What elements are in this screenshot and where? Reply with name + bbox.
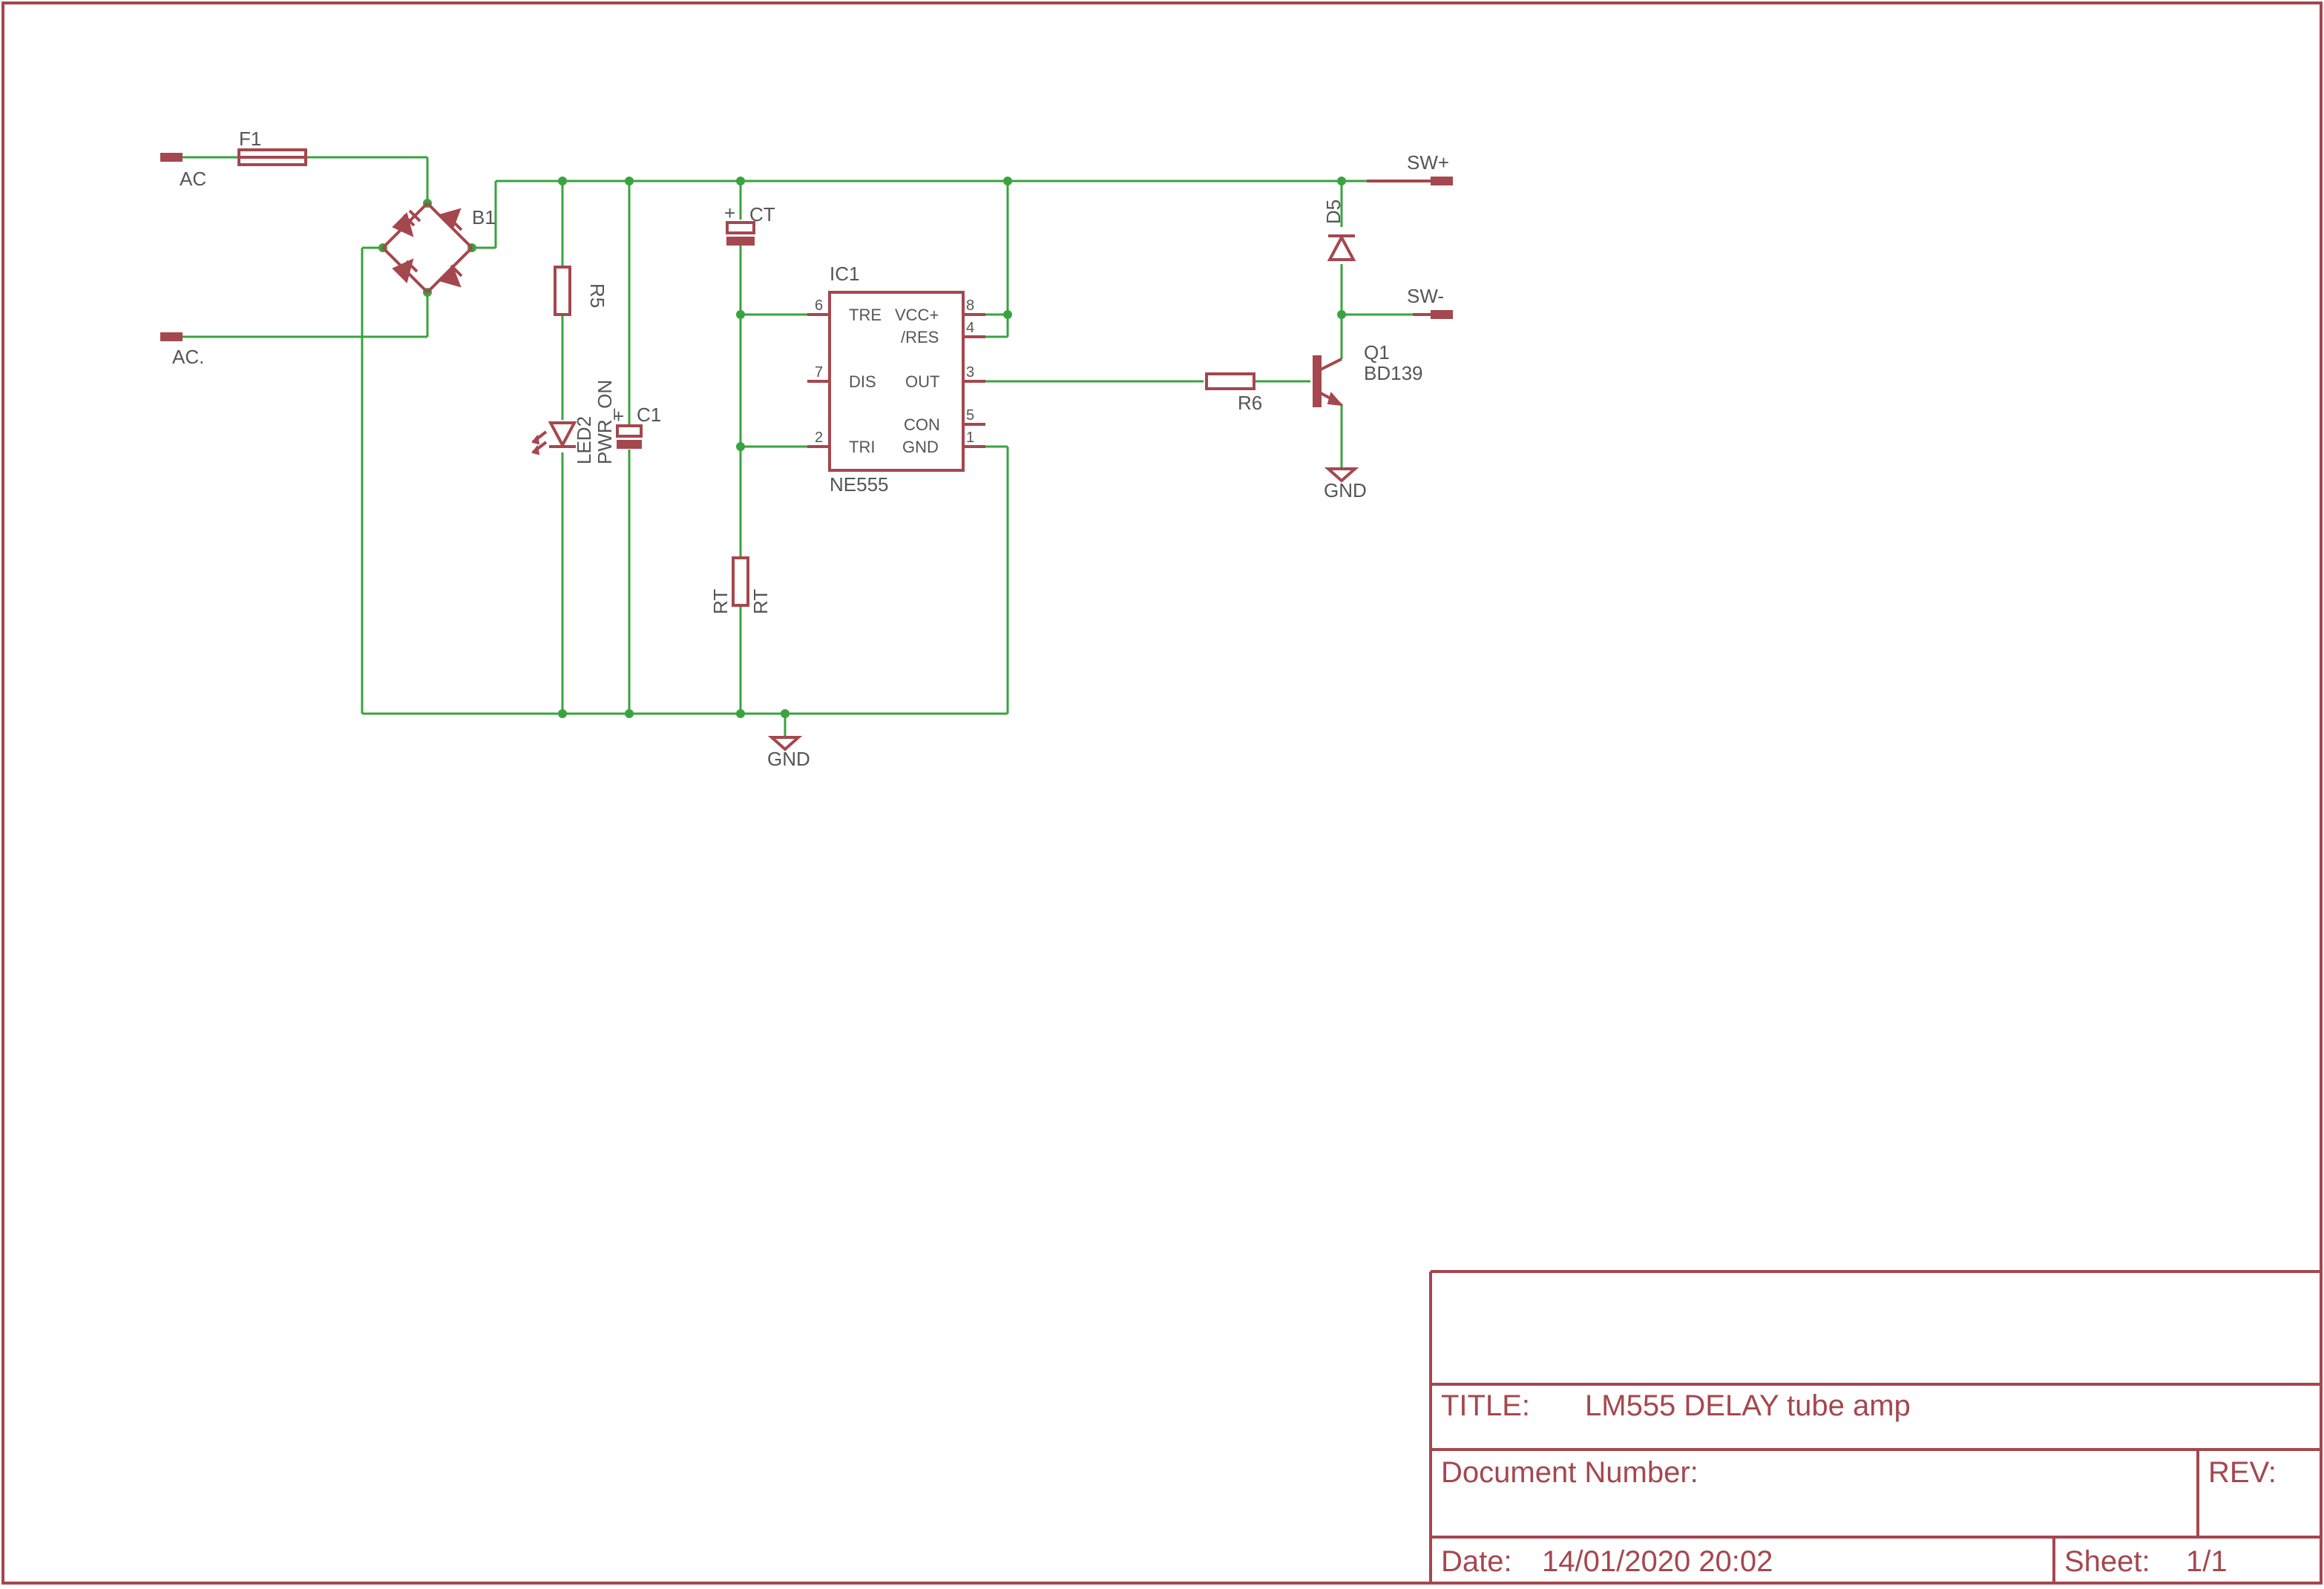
sw-plus-label: SW+	[1407, 151, 1449, 174]
pin-num-3: 3	[966, 364, 974, 381]
r5-label: R5	[586, 283, 608, 308]
f1-label: F1	[239, 128, 261, 150]
ac-connector-1: AC	[160, 153, 206, 190]
ac-label: AC	[180, 168, 206, 190]
ct-label: CT	[749, 203, 775, 226]
ac-dot-label: AC.	[172, 346, 204, 368]
q1-value: BD139	[1364, 362, 1423, 384]
document-number-label: Document Number:	[1441, 1456, 1698, 1489]
b1-label: B1	[472, 206, 496, 228]
bridge-rectifier-b1: B1	[381, 202, 496, 294]
pin-num-4: 4	[966, 320, 974, 336]
ct-plus: +	[724, 202, 735, 224]
ground-symbol-2: GND	[1324, 467, 1367, 501]
gnd-label-1: GND	[767, 748, 810, 770]
pin-num-8: 8	[966, 297, 974, 314]
junctions	[378, 177, 1346, 718]
pin-gnd: GND	[902, 438, 939, 456]
pin-num-7: 7	[815, 364, 823, 381]
ic1-value: NE555	[830, 473, 889, 496]
capacitor-c1: + C1	[613, 404, 661, 449]
rt-value: RT	[749, 589, 772, 614]
pin-tre: TRE	[849, 306, 882, 324]
resistor-rt: RT RT	[709, 556, 772, 614]
pin-num-5: 5	[966, 407, 974, 424]
date-value: 14/01/2020 20:02	[1542, 1545, 1773, 1578]
pin-vcc: VCC+	[895, 306, 939, 324]
d5-label: D5	[1322, 200, 1345, 224]
c1-label: C1	[637, 404, 661, 426]
led2-value: PWR_ON	[594, 380, 616, 464]
sw-plus-connector: SW+	[1367, 151, 1453, 185]
fuse-f1: F1	[237, 128, 307, 166]
sheet-label: Sheet:	[2064, 1545, 2150, 1578]
led2-label: LED2	[573, 416, 595, 464]
date-label: Date:	[1441, 1545, 1512, 1578]
revision-label: REV:	[2208, 1456, 2277, 1489]
ac-connector-2: AC.	[160, 332, 204, 368]
pin-con: CON	[904, 415, 940, 434]
led-led2: LED2 PWR_ON	[531, 380, 616, 464]
ic1-label: IC1	[830, 263, 859, 285]
diode-d5: D5	[1322, 200, 1356, 261]
pin-num-1: 1	[966, 430, 974, 446]
pin-res: /RES	[901, 328, 939, 346]
r6-label: R6	[1238, 392, 1262, 414]
pin-num-2: 2	[815, 430, 823, 446]
pin-tri: TRI	[849, 438, 875, 456]
title-block: TITLE: LM555 DELAY tube amp Document Num…	[1429, 1270, 2321, 1583]
ic-ic1: IC1 NE555 TRE DIS TRI VCC+ /RES OUT CON …	[807, 263, 985, 496]
capacitor-ct: + CT	[724, 202, 775, 246]
wires	[181, 156, 1413, 736]
pin-out: OUT	[905, 372, 939, 391]
gnd-label-2: GND	[1324, 479, 1367, 501]
c1-plus: +	[613, 405, 624, 427]
q1-label: Q1	[1364, 341, 1390, 363]
resistor-r5: R5	[554, 266, 608, 316]
sheet-value: 1/1	[2186, 1545, 2228, 1578]
pin-dis: DIS	[849, 372, 876, 391]
transistor-q1: Q1 BD139	[1313, 341, 1423, 407]
sw-minus-label: SW-	[1407, 285, 1444, 307]
sw-minus-connector: SW-	[1407, 285, 1453, 319]
title-label: TITLE:	[1441, 1389, 1530, 1422]
title-value: LM555 DELAY tube amp	[1585, 1389, 1911, 1422]
pin-num-6: 6	[815, 297, 823, 314]
rt-label: RT	[709, 589, 732, 614]
resistor-r6: R6	[1205, 372, 1262, 414]
ground-symbol-1: GND	[767, 736, 810, 770]
